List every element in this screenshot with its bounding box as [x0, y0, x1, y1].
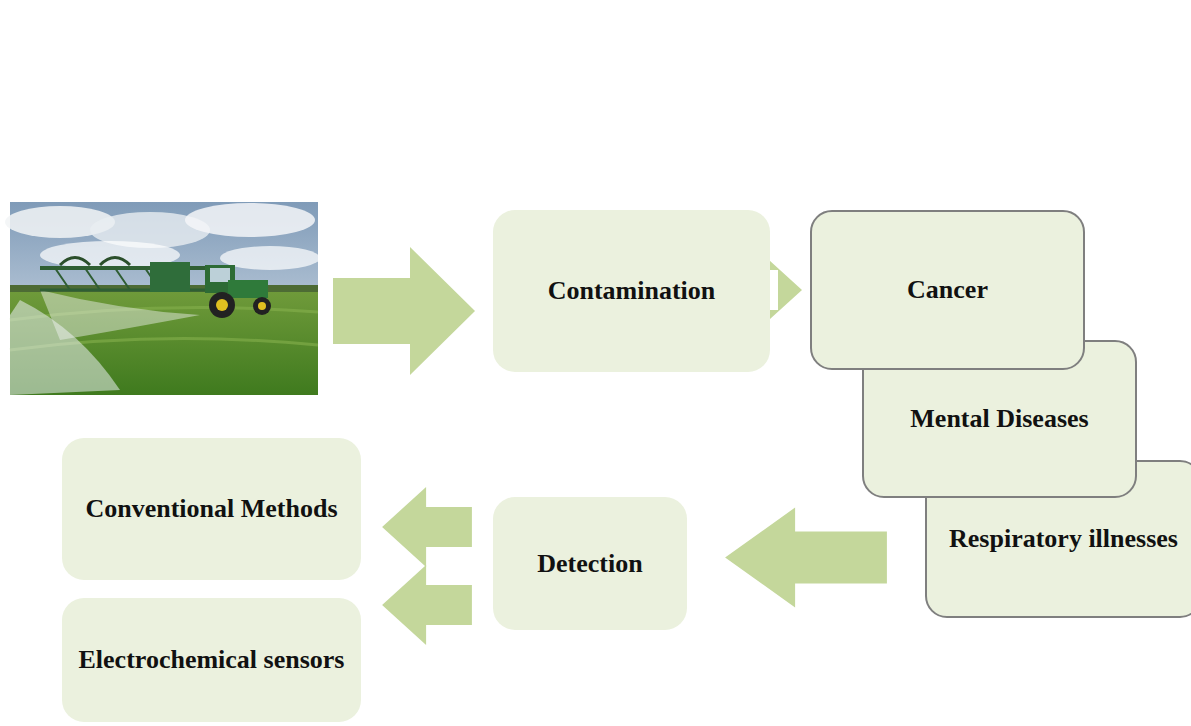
node-label: Detection: [525, 541, 654, 587]
text-column: Mental Diseases: [898, 396, 1100, 442]
node-label: Mental Diseases: [898, 396, 1100, 442]
text-column: Contamination: [536, 268, 728, 314]
block-arrow: [382, 565, 472, 645]
block-arrow: [333, 247, 475, 375]
text-column: Electrochemical sensors: [67, 637, 357, 683]
block-arrow: [382, 487, 472, 567]
node-label: Cancer: [895, 267, 1000, 313]
text-column: Cancer: [895, 267, 1000, 313]
node-label: Contamination: [536, 268, 728, 314]
effect-card: Cancer: [810, 210, 1085, 370]
process-box: Contamination: [493, 210, 770, 372]
block-arrow: [725, 508, 887, 608]
text-column: Respiratory illnesses: [937, 516, 1190, 562]
node-label: Respiratory illnesses: [937, 516, 1190, 562]
text-column: Detection: [525, 541, 654, 587]
text-column: Conventional Methods: [73, 486, 349, 532]
node-label: Electrochemical sensors: [67, 637, 357, 683]
method-box: Electrochemical sensors: [62, 598, 361, 722]
field-photo: [5, 202, 320, 395]
process-box: Detection: [493, 497, 687, 630]
node-label: Conventional Methods: [73, 486, 349, 532]
method-box: Conventional Methods: [62, 438, 361, 580]
